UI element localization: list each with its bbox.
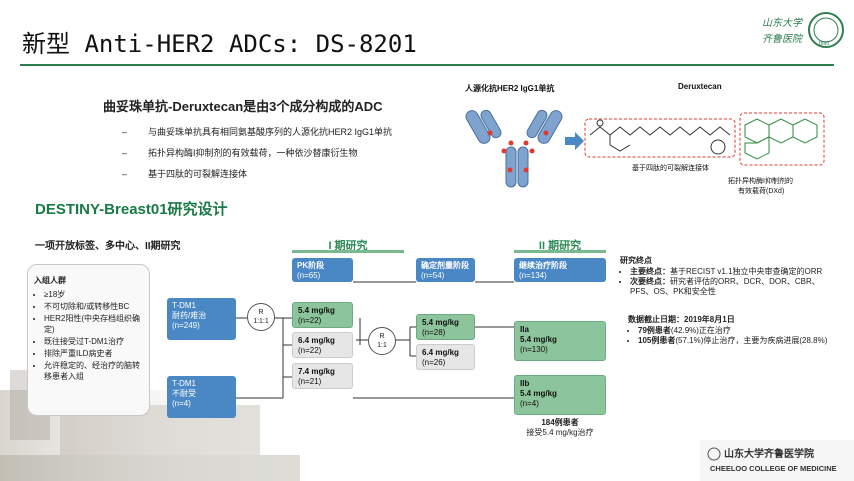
- tdm1-subtype: 不耐受: [172, 389, 196, 398]
- antibody-label: 人源化抗HER2 IgG1单抗: [465, 83, 554, 93]
- header-divider: [20, 64, 834, 66]
- slide-title: 新型 Anti-HER2 ADCs: DS-8201: [22, 30, 417, 58]
- dose-finding-box: 确定剂量阶段(n=54): [416, 258, 475, 282]
- tdm1-refractory-box: T-DM1 耐药/难治 (n=249): [167, 298, 236, 340]
- inclusion-item: 允许稳定的、经治疗的脑转移患者入组: [44, 360, 143, 382]
- study-description: 一项开放标签、多中心、II期研究: [35, 241, 181, 252]
- antibody-icon: [465, 109, 563, 188]
- tdm1-label: T-DM1: [172, 301, 196, 310]
- tdm1-count: (n=249): [172, 321, 200, 330]
- continuation-box: 继续治疗阶段(n=134): [514, 258, 606, 282]
- intro-bullet-text: 与曲妥珠单抗具有相同氨基酸序列的人源化抗HER2 IgG1单抗: [148, 127, 393, 137]
- svg-text:山东大学: 山东大学: [762, 17, 803, 29]
- svg-text:1890: 1890: [818, 41, 829, 47]
- data-cutoff-title: 数据截止日期：2019年8月1日: [628, 315, 735, 324]
- inclusion-title: 入组人群: [34, 276, 66, 285]
- hospital-logo: 山东大学 齐鲁医院 1890: [762, 12, 844, 48]
- pk-dose-box: 6.4 mg/kg(n=22): [292, 332, 353, 358]
- linker-label: 基于四肽的可裂解连接体: [632, 163, 709, 172]
- dose-finding-dose-box: 5.4 mg/kg(n=28): [416, 314, 475, 340]
- intro-heading: 曲妥珠单抗-Deruxtecan是由3个成分构成的ADC: [103, 99, 383, 114]
- cutoff-item: 79例患者(42.9%)正在治疗: [638, 326, 830, 336]
- inclusion-criteria-box: 入组人群 ≥18岁 不可切除和/或转移性BC HER2阳性(中央存档组织确定) …: [27, 264, 150, 416]
- college-cn-name: 山东大学齐鲁医学院: [724, 447, 814, 460]
- secondary-endpoint: 次要终点：研究者评估的ORR、DCR、DOR、CBR、PFS、OS、PK和安全性: [630, 277, 830, 297]
- endpoints-panel: 研究终点 主要终点：基于RECIST v1.1独立中央审查确定的ORR 次要终点…: [620, 256, 830, 346]
- tdm1-count: (n=4): [172, 399, 191, 408]
- inclusion-item: ≥18岁: [44, 289, 143, 300]
- tdm1-label: T-DM1: [172, 379, 196, 388]
- pk-dose-box: 5.4 mg/kg(n=22): [292, 302, 353, 328]
- intro-bullet-text: 基于四肽的可裂解连接体: [148, 169, 248, 179]
- inclusion-item: HER2阳性(中央存档组织确定): [44, 313, 143, 335]
- intro-bullet: –与曲妥珠单抗具有相同氨基酸序列的人源化抗HER2 IgG1单抗: [122, 127, 393, 137]
- pk-dose-box: 7.4 mg/kg(n=21): [292, 363, 353, 389]
- payload-label: 拓扑异构酶I抑制剂的: [728, 176, 793, 185]
- intro-bullet-text: 拓扑异构酶I抑制剂的有效载荷，一种依沙替康衍生物: [148, 148, 358, 158]
- adc-structure-diagram: 人源化抗HER2 IgG1单抗 Deruxtecan 基于四肽的可裂解连接体 拓…: [465, 82, 825, 195]
- endpoints-title: 研究终点: [620, 256, 652, 265]
- tdm1-intolerant-box: T-DM1 不耐受 (n=4): [167, 376, 236, 418]
- cutoff-item: 105例患者(57.1%)停止治疗，主要为疾病进展(28.8%): [638, 336, 830, 346]
- deruxtecan-label: Deruxtecan: [678, 82, 722, 91]
- college-footer-logo: 山东大学齐鲁医学院 CHEELOO COLLEGE OF MEDICINE: [700, 440, 854, 481]
- dose-finding-dose-box: 6.4 mg/kg(n=26): [416, 344, 475, 370]
- primary-endpoint: 主要终点：基于RECIST v1.1独立中央审查确定的ORR: [630, 267, 830, 277]
- payload-label-2: 有效载荷(DXd): [738, 186, 784, 195]
- section-title: DESTINY-Breast01研究设计: [35, 201, 228, 218]
- phase2-underline: [514, 250, 606, 253]
- phase2-header: II 期研究: [538, 240, 582, 252]
- total-patients-note: 184例患者 接受5.4 mg/kg治疗: [526, 418, 594, 437]
- phase1-header: I 期研究: [328, 240, 368, 252]
- svg-text:齐鲁医院: 齐鲁医院: [762, 33, 804, 45]
- pk-phase-box: PK阶段(n=65): [292, 258, 353, 282]
- college-en-name: CHEELOO COLLEGE OF MEDICINE: [710, 464, 837, 473]
- inclusion-item: 既往接受过T-DM1治疗: [44, 336, 143, 347]
- phase1-underline: [292, 250, 404, 253]
- intro-bullet: –基于四肽的可裂解连接体: [122, 169, 248, 179]
- inclusion-item: 不可切除和/或转移性BC: [44, 301, 143, 312]
- tdm1-subtype: 耐药/难治: [172, 311, 207, 320]
- inclusion-item: 排除严重ILD病史者: [44, 348, 143, 359]
- intro-bullet: –拓扑异构酶I抑制剂的有效载荷，一种依沙替康衍生物: [122, 148, 358, 158]
